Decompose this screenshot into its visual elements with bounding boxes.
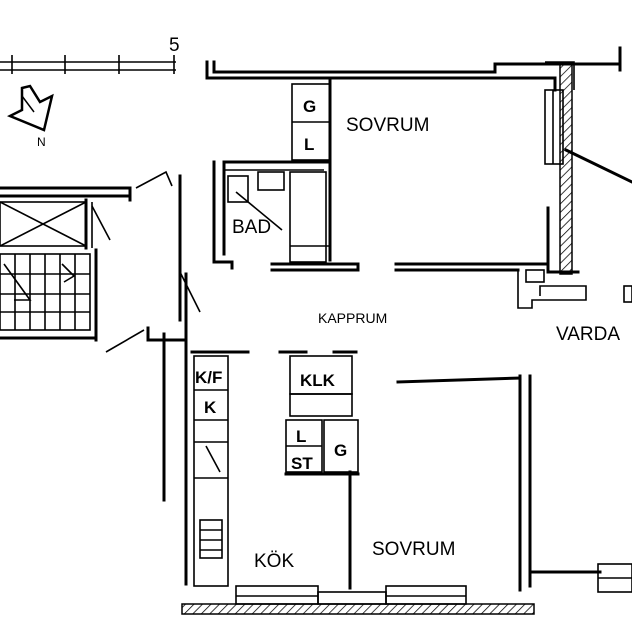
north-label: N — [37, 135, 46, 149]
scale-bar: 5 — [0, 35, 180, 74]
fixture-label-g-top: G — [303, 97, 316, 116]
north-arrow-icon: N — [6, 84, 54, 149]
stairwell — [0, 170, 173, 353]
scale-label: 5 — [169, 35, 180, 56]
room-label-kok: KÖK — [254, 551, 294, 572]
exterior-walls — [205, 46, 632, 309]
kitchen-counter — [193, 355, 229, 587]
fixture-label-k: K — [204, 398, 217, 417]
room-label-kapprum: KAPPRUM — [318, 310, 387, 326]
wardrobe-block — [284, 355, 360, 476]
fixture-label-l-bottom: L — [296, 427, 306, 446]
bathroom-block — [212, 78, 332, 270]
fixture-label-l-top: L — [304, 135, 314, 154]
room-label-sovrum-top: SOVRUM — [346, 115, 429, 136]
fixture-label-st: ST — [291, 454, 313, 473]
room-label-sovrum-bottom: SOVRUM — [372, 539, 455, 560]
corridor-walls — [146, 174, 550, 592]
fixture-label-kf: K/F — [195, 368, 222, 387]
bottom-wall — [181, 563, 632, 615]
fixture-label-klk: KLK — [300, 371, 336, 390]
room-label-bad: BAD — [232, 217, 271, 238]
room-label-vardagsrum: VARDA — [556, 324, 620, 345]
fixture-label-g-bottom: G — [334, 441, 347, 460]
